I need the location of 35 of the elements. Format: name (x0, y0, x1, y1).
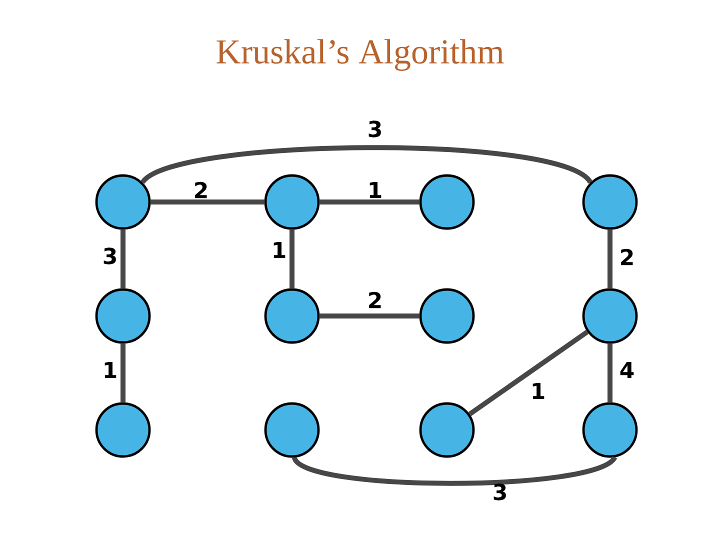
edge-line (290, 230, 294, 288)
edge-line (608, 344, 612, 402)
edge-label: 2 (195, 182, 207, 198)
edge-line (150, 200, 264, 204)
edge-label: 1 (532, 382, 544, 399)
edge-label: 4 (620, 362, 634, 378)
node-circle (95, 288, 151, 344)
node-circle (264, 402, 320, 458)
edge-line (292, 455, 616, 486)
edge-line (320, 314, 420, 318)
edge-line (320, 200, 420, 204)
edge-label: 1 (274, 242, 286, 258)
node-circle (582, 174, 638, 230)
node-circle (264, 174, 320, 230)
edge-label: 1 (370, 182, 382, 198)
edge-label: 1 (104, 362, 116, 378)
node-circle (419, 174, 475, 230)
edge-label: 3 (104, 248, 116, 264)
edge-label: 2 (369, 292, 381, 308)
edge-label: 3 (494, 484, 506, 500)
edge-line (141, 145, 592, 184)
edge-line (120, 230, 126, 288)
node-circle (419, 402, 475, 458)
node-circle (582, 288, 638, 344)
node-circle (582, 402, 638, 458)
title: Kruskal’s Algorithm (216, 39, 504, 71)
node-circle (264, 288, 320, 344)
edge-line (608, 230, 612, 288)
edge-line (468, 330, 589, 416)
edge-label: 3 (368, 120, 381, 138)
edge-label: 2 (621, 248, 633, 266)
node-circle (95, 174, 151, 230)
node-circle (95, 402, 151, 458)
node-circle (419, 288, 475, 344)
edge-line (120, 344, 126, 402)
